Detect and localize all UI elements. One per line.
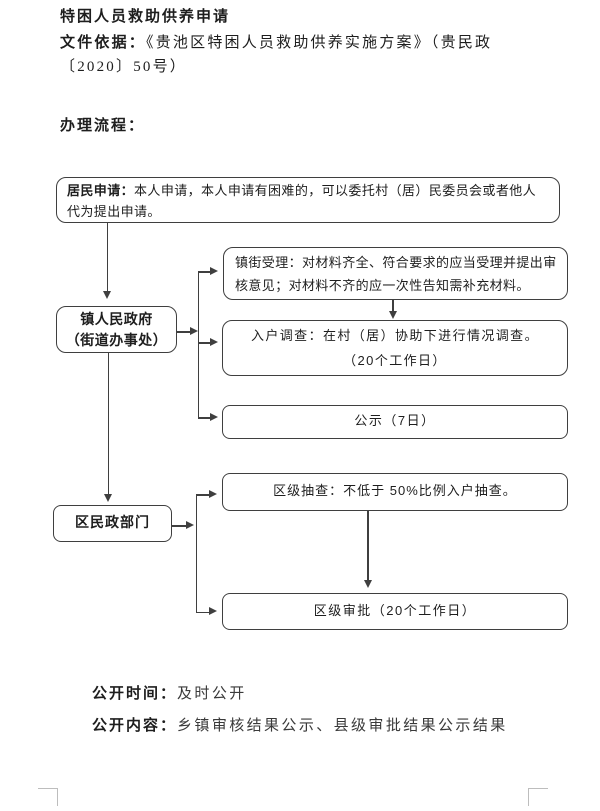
district-sampling-text: 区级抽查：不低于 50%比例入户抽查。	[273, 483, 517, 498]
flow-box-resident-application: 居民申请：本人申请，本人申请有困难的，可以委托村（居）民委员会或者他人代为提出申…	[56, 177, 560, 223]
connector-branch-to-publicity-arrowhead	[210, 413, 218, 421]
resident-application-label: 居民申请：	[67, 183, 135, 198]
town-government-line2: （街道办事处）	[65, 332, 168, 348]
flow-box-town-government: 镇人民政府 （街道办事处）	[56, 306, 177, 353]
connector-acceptance-to-survey-arrowhead	[388, 311, 397, 319]
flow-box-district-civil-affairs: 区民政部门	[53, 505, 172, 542]
connector-acceptance-to-survey-line	[392, 300, 394, 312]
publish-time-row: 公开时间：及时公开	[92, 682, 247, 703]
household-survey-line2: （20个工作日）	[343, 353, 447, 368]
branch-trunk-district	[195, 494, 198, 613]
connector-branch-to-approval-arrowhead	[209, 607, 217, 615]
basis-label: 文件依据：	[60, 34, 147, 51]
connector-resident-to-town-line	[106, 223, 109, 292]
connector-branch-to-sampling-line	[196, 494, 210, 496]
process-flow-label: 办理流程：	[60, 117, 146, 134]
district-approval-text: 区级审批（20个工作日）	[313, 603, 477, 618]
document-basis: 文件依据：《贵池区特困人员救助供养实施方案》（贵民政 〔2020〕50号）	[60, 31, 552, 79]
connector-branch-to-approval-line	[196, 611, 210, 614]
basis-text-line1: 《贵池区特困人员救助供养实施方案》（贵民政	[146, 35, 493, 51]
connector-town-to-branch-arrowhead	[190, 327, 198, 335]
connector-branch-to-acceptance-arrowhead	[210, 267, 218, 275]
connector-district-to-branch-line	[172, 525, 187, 527]
connector-town-to-district-arrowhead	[104, 494, 112, 502]
connector-branch-to-acceptance-line	[198, 271, 211, 273]
connector-town-to-district-line	[107, 353, 110, 495]
district-civil-affairs-text: 区民政部门	[75, 514, 150, 530]
household-survey-line1: 入户调查：在村（居）协助下进行情况调查。	[250, 328, 539, 343]
connector-branch-to-survey-arrowhead	[210, 338, 218, 346]
town-acceptance-text: 镇街受理：对材料齐全、符合要求的应当受理并提出审核意见；对材料不齐的应一次性告知…	[235, 255, 557, 293]
basis-text-line2: 〔2020〕50号）	[60, 59, 188, 75]
publish-content-label: 公开内容：	[92, 717, 178, 734]
text-boundary-mark-right	[528, 788, 548, 806]
flow-box-district-approval: 区级审批（20个工作日）	[222, 593, 568, 630]
connector-town-to-branch-line	[177, 331, 191, 333]
connector-branch-to-publicity-line	[198, 417, 211, 419]
publish-content-value: 乡镇审核结果公示、县级审批结果公示结果	[177, 718, 508, 734]
flow-box-household-survey: 入户调查：在村（居）协助下进行情况调查。 （20个工作日）	[222, 320, 568, 376]
flow-box-publicity: 公示（7日）	[222, 405, 568, 439]
publish-content-row: 公开内容：乡镇审核结果公示、县级审批结果公示结果	[92, 714, 508, 735]
connector-district-to-branch-arrowhead	[186, 521, 194, 529]
flow-box-town-acceptance: 镇街受理：对材料齐全、符合要求的应当受理并提出审核意见；对材料不齐的应一次性告知…	[223, 247, 568, 300]
town-government-line1: 镇人民政府	[80, 311, 153, 327]
flow-box-district-sampling: 区级抽查：不低于 50%比例入户抽查。	[222, 473, 568, 511]
text-boundary-mark-left	[38, 788, 58, 806]
page-title: 特困人员救助供养申请	[60, 8, 231, 25]
resident-application-text: 本人申请，本人申请有困难的，可以委托村（居）民委员会或者他人代为提出申请。	[67, 183, 537, 219]
publish-time-label: 公开时间：	[92, 685, 178, 702]
connector-sampling-to-approval-line	[367, 511, 369, 581]
publicity-text: 公示（7日）	[354, 413, 436, 428]
connector-branch-to-sampling-arrowhead	[209, 490, 217, 498]
publish-time-value: 及时公开	[177, 686, 247, 702]
connector-branch-to-survey-line	[198, 342, 211, 344]
branch-trunk-town	[197, 271, 200, 418]
connector-resident-to-town-arrowhead	[103, 291, 111, 299]
connector-sampling-to-approval-arrowhead	[363, 580, 372, 588]
